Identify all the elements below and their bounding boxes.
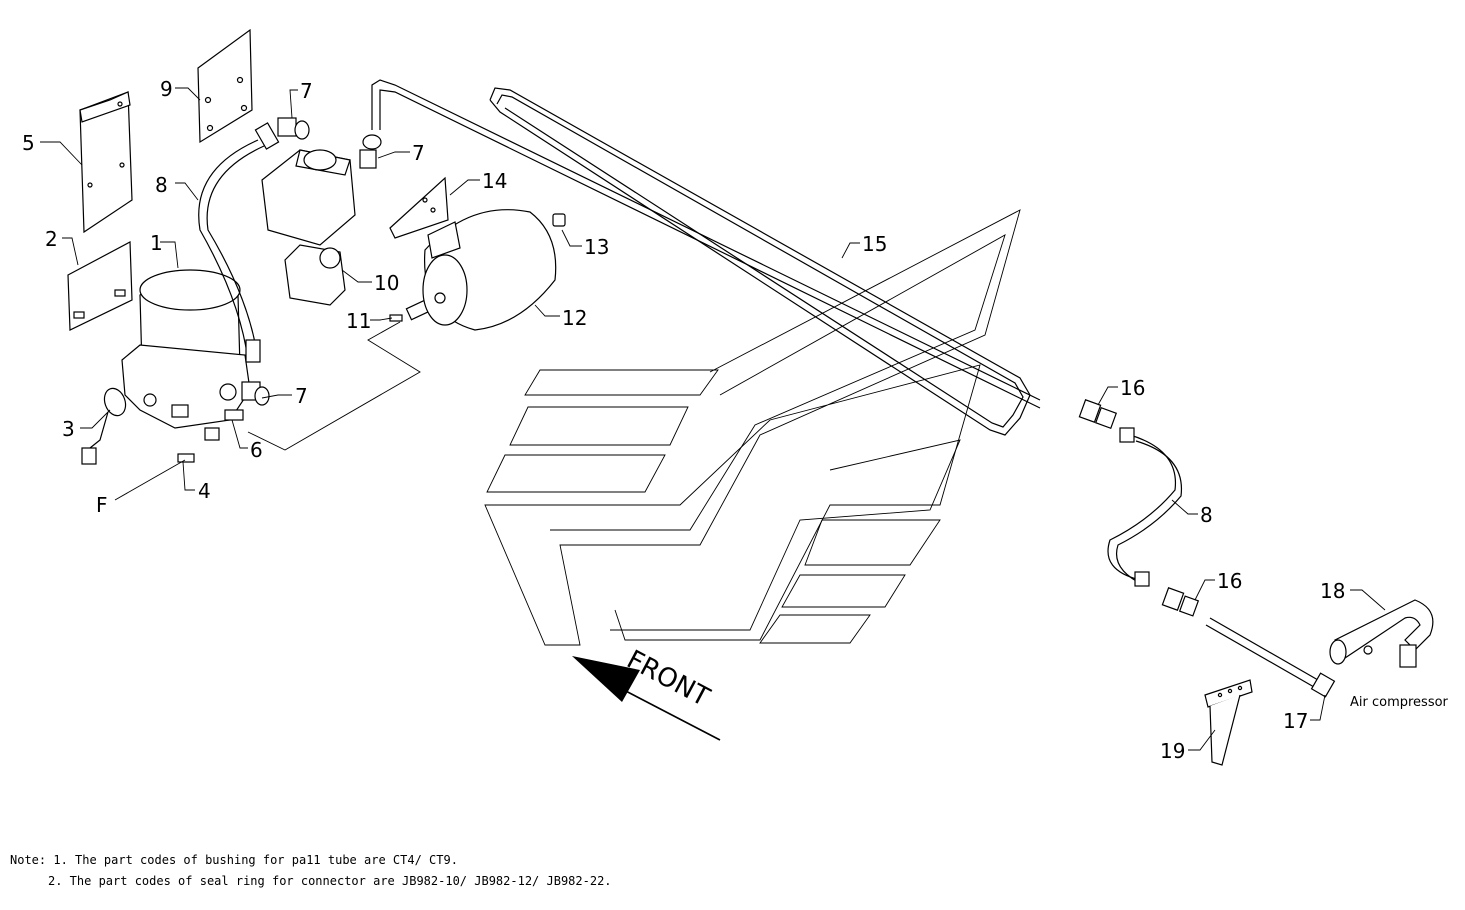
callout-13: 13 xyxy=(584,235,609,259)
callout-18: 18 xyxy=(1320,579,1345,603)
plug-13 xyxy=(552,213,566,227)
connector-16a xyxy=(1078,399,1118,430)
F-leader xyxy=(114,459,186,501)
tube-17 xyxy=(1205,617,1336,698)
fitting-6 xyxy=(204,409,244,441)
connector-16b xyxy=(1161,587,1200,617)
callout-7c: 7 xyxy=(295,384,308,408)
bracket-5 xyxy=(79,91,133,234)
callout-19: 19 xyxy=(1160,739,1185,763)
callout-11: 11 xyxy=(346,309,371,333)
callout-12: 12 xyxy=(562,306,587,330)
callout-9: 9 xyxy=(160,77,173,101)
note-line-2: 2. The part codes of seal ring for conne… xyxy=(48,874,612,888)
callout-16a: 16 xyxy=(1120,376,1145,400)
note-line-1: Note: 1. The part codes of bushing for p… xyxy=(10,853,458,867)
front-arrow: FRONT xyxy=(572,645,721,741)
callout-7b: 7 xyxy=(412,141,425,165)
watermark-logo xyxy=(484,209,1021,646)
callout-numbers: 1 2 3 4 5 6 7 7 7 8 8 9 10 11 12 13 14 1… xyxy=(22,77,1449,763)
air-tank-12 xyxy=(422,209,557,331)
hose-8b xyxy=(1107,427,1183,587)
hose-8a xyxy=(198,122,280,363)
callout-16b: 16 xyxy=(1217,569,1242,593)
connector-line-11 xyxy=(247,321,421,451)
fitting-7c xyxy=(241,381,270,406)
callout-F: F xyxy=(96,493,108,517)
bracket-14 xyxy=(389,176,449,239)
callout-6: 6 xyxy=(250,438,263,462)
callout-8b: 8 xyxy=(1200,503,1213,527)
compressor-10 xyxy=(261,149,356,306)
callout-17: 17 xyxy=(1283,709,1308,733)
front-label: FRONT xyxy=(622,645,715,713)
fitting-7b xyxy=(359,134,382,169)
callout-7a: 7 xyxy=(300,79,313,103)
sensor-3 xyxy=(81,387,127,465)
air-dryer-1 xyxy=(121,269,251,429)
bracket-19 xyxy=(1204,679,1253,766)
leader-lines xyxy=(40,87,1386,751)
callout-1: 1 xyxy=(150,231,163,255)
fitting-11 xyxy=(389,299,431,322)
plate-2 xyxy=(67,241,133,331)
callout-14: 14 xyxy=(482,169,507,193)
callout-5: 5 xyxy=(22,131,35,155)
callout-4: 4 xyxy=(198,479,211,503)
callout-2: 2 xyxy=(45,227,58,251)
plate-9 xyxy=(197,28,253,144)
callout-15: 15 xyxy=(862,232,887,256)
elbow-18 xyxy=(1329,599,1434,668)
fitting-4 xyxy=(177,453,195,463)
callout-8a: 8 xyxy=(155,173,168,197)
callout-3: 3 xyxy=(62,417,75,441)
fitting-7a xyxy=(277,117,310,140)
callout-10: 10 xyxy=(374,271,399,295)
air-compressor-label: Air compressor xyxy=(1350,695,1449,710)
pipe-15 xyxy=(371,79,1041,436)
